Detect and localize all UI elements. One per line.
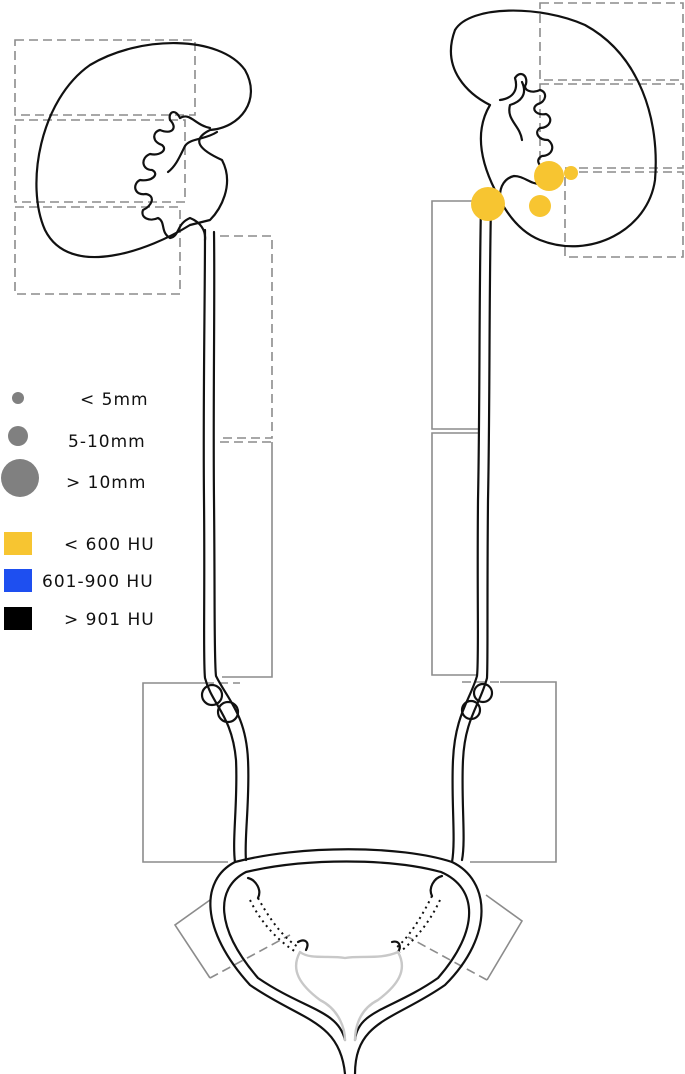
legend-density: < 600 HU 601-900 HU > 901 HU: [4, 532, 155, 630]
segment-right-uvj-dash: [209, 934, 291, 979]
legend-size-medium-label: 5-10mm: [68, 432, 146, 452]
stone-left-renal-pelvis: [471, 187, 505, 221]
legend-density-medium-swatch: [4, 569, 32, 592]
legend-size-small-dot: [12, 392, 24, 404]
right-intramural-ureter-2: [249, 899, 297, 953]
legend-density-medium-label: 601-900 HU: [42, 572, 154, 592]
segment-left-ureter-upper: [431, 200, 478, 430]
legend-density-high-label: > 901 HU: [64, 610, 155, 630]
segment-right-kidney-middle: [14, 119, 186, 203]
right-ureter-landmark-upper: [200, 683, 224, 707]
legend-density-low-label: < 600 HU: [64, 535, 155, 555]
right-ureter-outer: [202, 228, 238, 864]
bladder-inner-wall: [223, 860, 471, 1042]
bladder-outer-wall: [209, 848, 483, 1074]
left-kidney-outline: [449, 9, 657, 248]
left-intramural-ureter-2: [399, 899, 441, 953]
legend-size-medium-dot: [8, 426, 28, 446]
stones: [471, 161, 578, 221]
right-ureter-inner: [212, 230, 250, 862]
legend-density-low-swatch: [4, 532, 32, 555]
segment-right-uvj: [173, 899, 211, 979]
right-kidney-calyces-inner: [166, 130, 219, 174]
right-ureter-landmark-lower: [216, 700, 240, 724]
segment-right-ureter-distal: [142, 682, 228, 863]
trigone-urethra: [294, 950, 404, 1042]
right-kidney: [35, 42, 252, 258]
legend-size-small-label: < 5mm: [80, 390, 149, 410]
segment-left-ureter-distal: [470, 681, 557, 863]
segment-left-kidney-upper: [539, 2, 684, 81]
right-ureter: [200, 228, 250, 864]
segment-right-ureter-upper: [220, 235, 273, 439]
right-intramural-ureter: [257, 897, 301, 949]
stone-left-middle-calyx-large: [534, 161, 564, 191]
segment-right-kidney-upper: [14, 39, 196, 116]
legend-size-large-label: > 10mm: [66, 473, 146, 493]
legend-density-high-swatch: [4, 607, 32, 630]
left-internal-orifice: [390, 940, 401, 954]
right-kidney-calyces: [134, 111, 212, 242]
right-kidney-outline: [35, 42, 252, 258]
stone-left-lower-calyx: [529, 195, 551, 217]
left-ureter-landmark-lower: [460, 699, 482, 721]
left-ureter-inner: [460, 203, 493, 862]
legend-size: < 5mm 5-10mm > 10mm: [1, 390, 149, 497]
left-ureteric-orifice: [429, 874, 444, 898]
stone-left-middle-calyx-small: [564, 166, 578, 180]
left-ureter-landmark-upper: [472, 682, 494, 704]
segment-left-kidney-middle: [539, 83, 684, 169]
legend-size-large-dot: [1, 459, 39, 497]
left-intramural-ureter: [395, 895, 433, 949]
legend: < 5mm 5-10mm > 10mm < 600 HU 601-900 HU …: [1, 390, 155, 630]
segment-left-uvj-dash: [407, 936, 488, 981]
left-kidney-calyces-inner: [508, 80, 526, 142]
bladder: [209, 848, 483, 1074]
left-ureter-outer: [450, 203, 483, 864]
segment-left-kidney-lower: [564, 171, 684, 258]
right-internal-orifice: [296, 939, 309, 952]
left-ureter: [450, 203, 494, 864]
segment-left-ureter-middle: [431, 432, 478, 676]
segment-right-ureter-middle-frame: [222, 442, 273, 678]
segment-boxes: [14, 2, 684, 981]
right-ureteric-orifice: [246, 876, 261, 900]
segment-left-uvj: [485, 894, 524, 981]
